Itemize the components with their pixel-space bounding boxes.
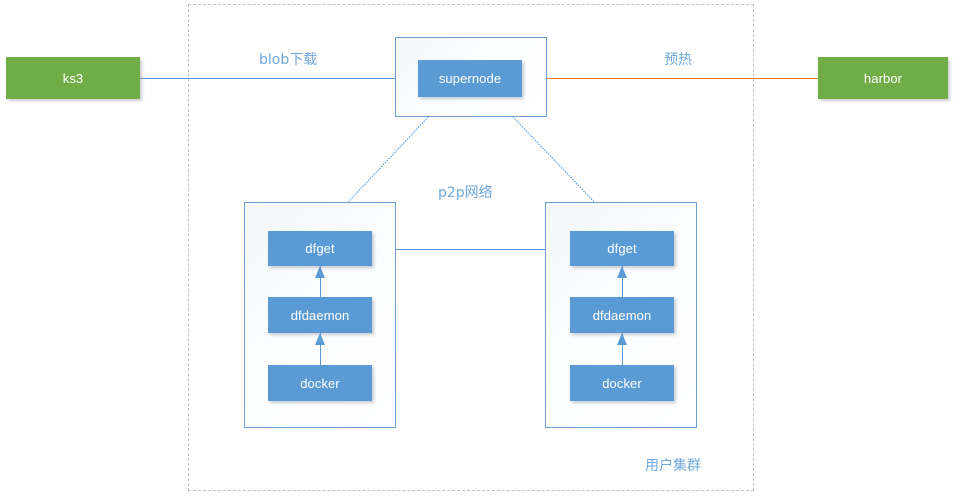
edge-left-dfdaemon-to-dfget: [320, 266, 321, 297]
label-blob-download: blob下载: [259, 52, 318, 68]
node-right-dfget[interactable]: dfget: [570, 231, 674, 266]
edge-supernode-to-harbor: [470, 78, 818, 79]
node-right-docker[interactable]: docker: [570, 365, 674, 401]
node-left-dfdaemon[interactable]: dfdaemon: [268, 297, 372, 333]
node-left-docker-label: docker: [300, 375, 340, 391]
user-cluster-boundary: [188, 4, 754, 491]
node-ks3[interactable]: ks3: [6, 57, 140, 99]
node-left-dfget-label: dfget: [305, 241, 335, 256]
node-harbor-label: harbor: [863, 70, 903, 86]
node-left-docker[interactable]: docker: [268, 365, 372, 401]
node-left-dfget[interactable]: dfget: [268, 231, 372, 266]
edge-right-dfdaemon-to-dfget: [622, 266, 623, 297]
edge-right-docker-to-dfdaemon: [622, 333, 623, 365]
node-right-dfdaemon-label: dfdaemon: [592, 307, 652, 323]
edge-ks3-to-supernode: [140, 78, 470, 79]
label-preheat: 预热: [664, 52, 692, 68]
node-right-dfget-label: dfget: [607, 241, 637, 256]
node-supernode-label: supernode: [438, 71, 502, 86]
label-p2p-network: p2p网络: [438, 185, 493, 201]
node-harbor[interactable]: harbor: [818, 57, 948, 99]
label-user-cluster: 用户集群: [645, 458, 701, 474]
edge-left-dfget-to-right-dfget: [320, 249, 622, 250]
node-left-dfdaemon-label: dfdaemon: [290, 307, 350, 323]
node-right-docker-label: docker: [602, 375, 642, 391]
edge-left-docker-to-dfdaemon: [320, 333, 321, 365]
node-right-dfdaemon[interactable]: dfdaemon: [570, 297, 674, 333]
node-ks3-label: ks3: [62, 70, 84, 86]
node-supernode[interactable]: supernode: [418, 60, 522, 97]
